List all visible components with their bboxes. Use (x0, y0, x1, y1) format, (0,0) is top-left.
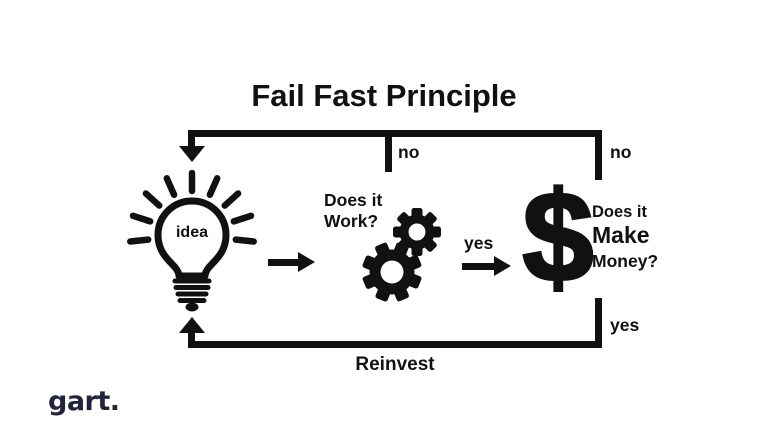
edge-label-no-money: no (610, 142, 632, 162)
reinvest-bottom-line (188, 341, 602, 348)
gart-logo: gart. (48, 386, 120, 417)
work-question-line2: Work? (324, 211, 379, 231)
edge-label-no-work: no (398, 142, 420, 162)
no-work-stub (385, 130, 392, 172)
lightbulb-icon (127, 169, 257, 312)
edge-label-yes-money: yes (610, 315, 640, 335)
lightbulb-glass (154, 197, 230, 280)
yes-money-vertical (595, 298, 602, 348)
gears-icon (362, 208, 441, 302)
gear-large (362, 242, 422, 302)
work-question-line1: Does it (324, 190, 383, 210)
money-question-line1: Does it (592, 203, 648, 221)
money-question-line2: Make (592, 222, 650, 248)
money-question: Does it Make Money? (592, 202, 658, 273)
gear-small (393, 208, 441, 256)
lightbulb-screw-base (172, 278, 212, 303)
edge-label-reinvest: Reinvest (355, 354, 435, 375)
idea-node-label: idea (175, 224, 208, 241)
no-loop-top-line (188, 130, 602, 137)
arrow-work-to-money-head (494, 256, 511, 276)
work-question: Does it Work? (324, 190, 382, 232)
no-money-vertical (595, 130, 602, 180)
arrow-work-to-money-shaft (462, 263, 495, 270)
edge-label-yes-work: yes (464, 233, 494, 253)
arrow-idea-to-work-shaft (268, 259, 300, 266)
diagram-title: Fail Fast Principle (251, 78, 517, 113)
money-question-line3: Money? (592, 251, 659, 271)
dollar-sign-icon: $ (521, 164, 595, 310)
no-loop-left-drop (188, 130, 195, 148)
arrowhead-down-to-idea (179, 146, 205, 162)
arrow-idea-to-work-head (298, 252, 315, 272)
arrowhead-up-to-idea (179, 317, 205, 333)
reinvest-left-rise (188, 331, 195, 348)
lightbulb-rays (127, 169, 257, 245)
lightbulb-tip (185, 302, 199, 312)
